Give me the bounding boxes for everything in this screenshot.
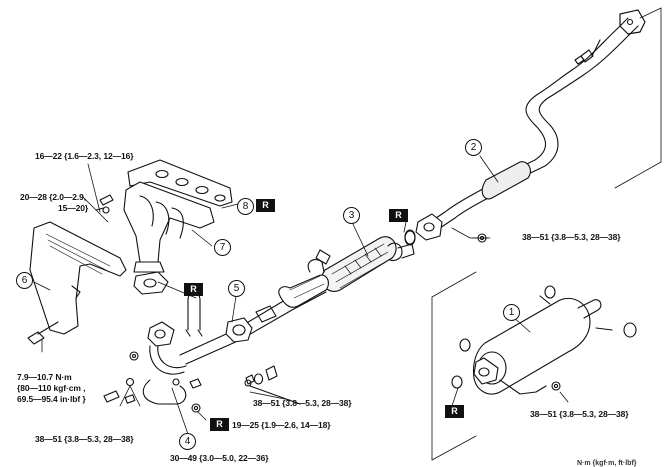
replace-badge-front-pipe-nut: R <box>210 418 229 431</box>
leader-lines <box>33 155 569 441</box>
torque-front-pipe-flange-nut: 19—25 {1.9—2.6, 14—18} <box>232 420 331 430</box>
torque-insulator-bolt-2: {80—110 kgf·cm , <box>17 383 86 393</box>
torque-manifold-nut-1: 20—28 {2.0—2.9, <box>20 192 87 202</box>
main-silencer <box>459 285 637 395</box>
replace-badge-front-flange: R <box>184 283 203 296</box>
part-number-3: 3 <box>343 207 360 224</box>
middle-pipe <box>415 9 646 241</box>
replace-badge-silencer-ring: R <box>445 405 464 418</box>
replace-badge-gasket: R <box>256 199 275 212</box>
torque-middle-pipe-nut: 38—51 {3.8—5.3, 28—38} <box>522 232 621 242</box>
part-number-6: 6 <box>16 272 33 289</box>
part-number-2: 2 <box>465 139 482 156</box>
oxygen-sensor <box>124 378 187 405</box>
torque-insulator-bolt-1: 7.9—10.7 N·m <box>17 372 72 382</box>
part-number-1: 1 <box>503 304 520 321</box>
torque-silencer-nut: 38—51 {3.8—5.3, 28—38} <box>530 409 629 419</box>
manifold-insulator <box>29 221 127 335</box>
part-number-7: 7 <box>214 239 231 256</box>
torque-insulator-bolt-3: 69.5—95.4 in·lbf } <box>17 394 86 404</box>
torque-manifold-bolt: 16—22 {1.6—2.3, 12—16} <box>35 151 134 161</box>
torque-front-pipe-spring-bolts: 38—51 {3.8—5.3, 28—38} <box>253 398 352 408</box>
exhaust-manifold <box>95 159 233 295</box>
front-pipe <box>147 274 329 405</box>
part-number-5: 5 <box>228 280 245 297</box>
part-number-8: 8 <box>237 198 254 215</box>
replace-badge-catalyst-ring: R <box>389 209 408 222</box>
part-number-4: 4 <box>179 433 196 450</box>
torque-oxygen-sensor: 30—49 {3.0—5.0, 22—36} <box>170 453 269 463</box>
torque-front-pipe-nuts: 38—51 {3.8—5.3, 28—38} <box>35 434 134 444</box>
torque-manifold-nut-2: 15—20} <box>58 203 89 213</box>
units-legend: N·m {kgf·m, ft·lbf} <box>577 460 637 467</box>
